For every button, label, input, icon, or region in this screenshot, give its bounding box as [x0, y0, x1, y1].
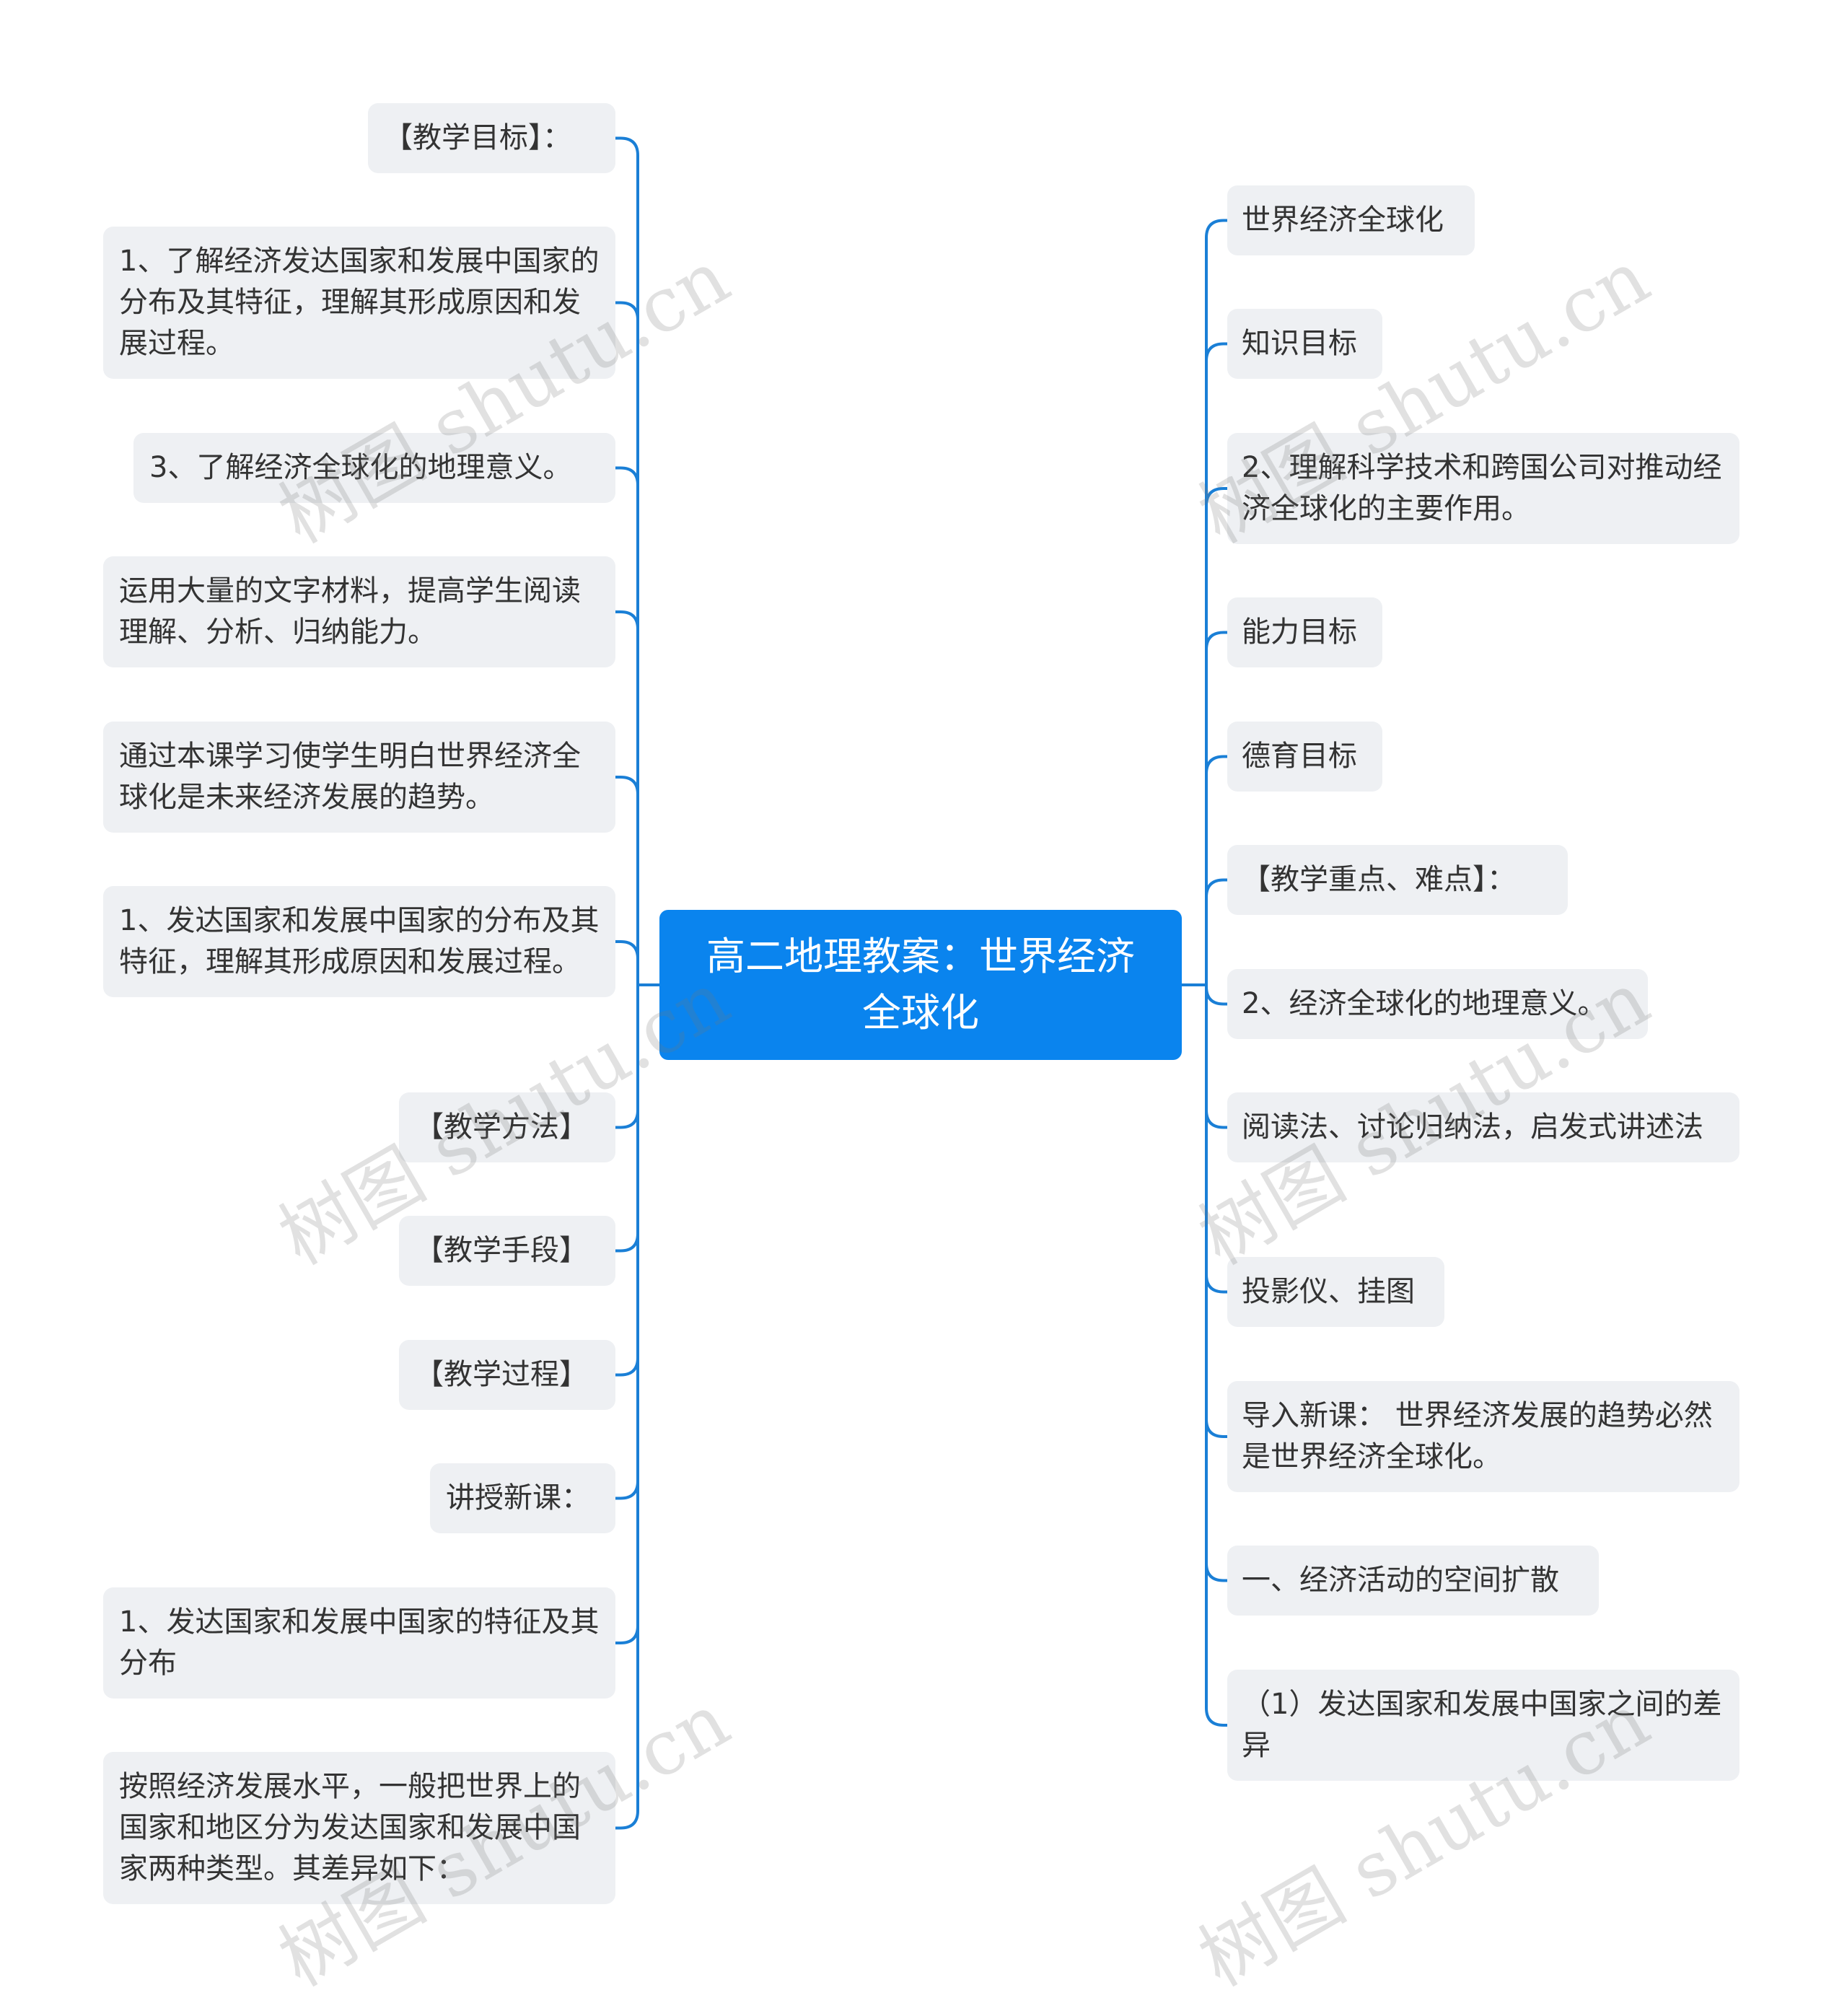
node-label: 通过本课学习使学生明白世界经济全球化是未来经济发展的趋势。: [119, 740, 581, 814]
link-left-12: [614, 983, 639, 1830]
right-node-4[interactable]: 能力目标: [1227, 597, 1382, 667]
left-node-9[interactable]: 【教学过程】: [399, 1340, 615, 1410]
left-node-7[interactable]: 【教学方法】: [399, 1092, 615, 1162]
link-left-10: [614, 983, 639, 1500]
left-node-1[interactable]: 【教学目标】：: [368, 103, 615, 173]
right-node-11[interactable]: 一、经济活动的空间扩散: [1227, 1546, 1599, 1616]
link-left-4: [614, 610, 639, 986]
right-node-5[interactable]: 德育目标: [1227, 722, 1382, 792]
link-left-3: [614, 466, 639, 986]
link-right-1: [1205, 219, 1229, 986]
link-left-1: [614, 136, 639, 986]
link-right-12: [1205, 983, 1229, 1727]
node-label: 能力目标: [1242, 615, 1357, 649]
node-label: 【教学手段】: [415, 1234, 588, 1267]
link-right-5: [1205, 755, 1229, 986]
left-node-2[interactable]: 1、了解经济发达国家和发展中国家的分布及其特征，理解其形成原因和发展过程。: [103, 227, 615, 379]
node-label: （1）发达国家和发展中国家之间的差异: [1242, 1688, 1722, 1762]
right-node-12[interactable]: （1）发达国家和发展中国家之间的差异: [1227, 1670, 1739, 1781]
link-left-8: [614, 983, 639, 1253]
right-node-7[interactable]: 2、经济全球化的地理意义。: [1227, 969, 1648, 1039]
root-topic-label: 高二地理教案：世界经济全球化: [706, 934, 1135, 1035]
right-node-1[interactable]: 世界经济全球化: [1227, 185, 1475, 255]
link-left-2: [614, 301, 639, 986]
link-left-11: [614, 983, 639, 1644]
root-topic[interactable]: 高二地理教案：世界经济全球化: [659, 910, 1182, 1060]
link-right-10: [1205, 983, 1229, 1438]
left-node-6[interactable]: 1、发达国家和发展中国家的分布及其特征，理解其形成原因和发展过程。: [103, 886, 615, 997]
link-right-11: [1205, 983, 1229, 1582]
node-label: 一、经济活动的空间扩散: [1242, 1564, 1559, 1597]
left-node-11[interactable]: 1、发达国家和发展中国家的特征及其分布: [103, 1587, 615, 1699]
left-node-4[interactable]: 运用大量的文字材料，提高学生阅读理解、分析、归纳能力。: [103, 556, 615, 667]
node-label: 【教学方法】: [415, 1110, 588, 1144]
left-node-12[interactable]: 按照经济发展水平，一般把世界上的国家和地区分为发达国家和发展中国家两种类型。其差…: [103, 1752, 615, 1904]
right-node-9[interactable]: 投影仪、挂图: [1227, 1257, 1444, 1327]
link-right-3: [1205, 487, 1229, 986]
left-node-5[interactable]: 通过本课学习使学生明白世界经济全球化是未来经济发展的趋势。: [103, 722, 615, 833]
link-right-4: [1205, 631, 1229, 986]
link-right-8: [1205, 983, 1229, 1129]
right-node-2[interactable]: 知识目标: [1227, 309, 1382, 379]
node-label: 2、经济全球化的地理意义。: [1242, 987, 1607, 1020]
node-label: 知识目标: [1242, 327, 1357, 360]
node-label: 运用大量的文字材料，提高学生阅读理解、分析、归纳能力。: [119, 574, 581, 649]
node-label: 【教学目标】：: [384, 121, 571, 154]
right-node-8[interactable]: 阅读法、讨论归纳法，启发式讲述法: [1227, 1092, 1739, 1162]
node-label: 3、了解经济全球化的地理意义。: [149, 451, 572, 484]
node-label: 讲授新课：: [446, 1481, 590, 1515]
node-label: 世界经济全球化: [1242, 203, 1444, 237]
link-left-9: [614, 983, 639, 1377]
link-left-7: [614, 983, 639, 1129]
node-label: 1、发达国家和发展中国家的分布及其特征，理解其形成原因和发展过程。: [119, 904, 600, 978]
right-node-10[interactable]: 导入新课： 世界经济发展的趋势必然是世界经济全球化。: [1227, 1381, 1739, 1492]
link-left-5: [614, 776, 639, 986]
node-label: 按照经济发展水平，一般把世界上的国家和地区分为发达国家和发展中国家两种类型。其差…: [119, 1770, 581, 1885]
node-label: 导入新课： 世界经济发展的趋势必然是世界经济全球化。: [1242, 1399, 1713, 1473]
node-label: 德育目标: [1242, 740, 1357, 773]
left-node-8[interactable]: 【教学手段】: [399, 1216, 615, 1286]
link-right-9: [1205, 983, 1229, 1294]
node-label: 投影仪、挂图: [1242, 1275, 1415, 1308]
node-label: 2、理解科学技术和跨国公司对推动经济全球化的主要作用。: [1242, 451, 1722, 525]
link-left-6: [614, 940, 639, 986]
link-right-7: [1205, 983, 1229, 1006]
node-label: 【教学过程】: [415, 1358, 588, 1391]
right-node-6[interactable]: 【教学重点、难点】：: [1227, 845, 1568, 915]
node-label: 1、了解经济发达国家和发展中国家的分布及其特征，理解其形成原因和发展过程。: [119, 245, 600, 360]
node-label: 1、发达国家和发展中国家的特征及其分布: [119, 1605, 600, 1680]
right-node-3[interactable]: 2、理解科学技术和跨国公司对推动经济全球化的主要作用。: [1227, 433, 1739, 544]
link-right-6: [1205, 878, 1229, 986]
left-node-10[interactable]: 讲授新课：: [430, 1463, 615, 1533]
node-label: 【教学重点、难点】：: [1242, 863, 1516, 896]
link-right-2: [1205, 342, 1229, 986]
left-node-3[interactable]: 3、了解经济全球化的地理意义。: [133, 433, 615, 503]
node-label: 阅读法、讨论归纳法，启发式讲述法: [1242, 1110, 1703, 1144]
